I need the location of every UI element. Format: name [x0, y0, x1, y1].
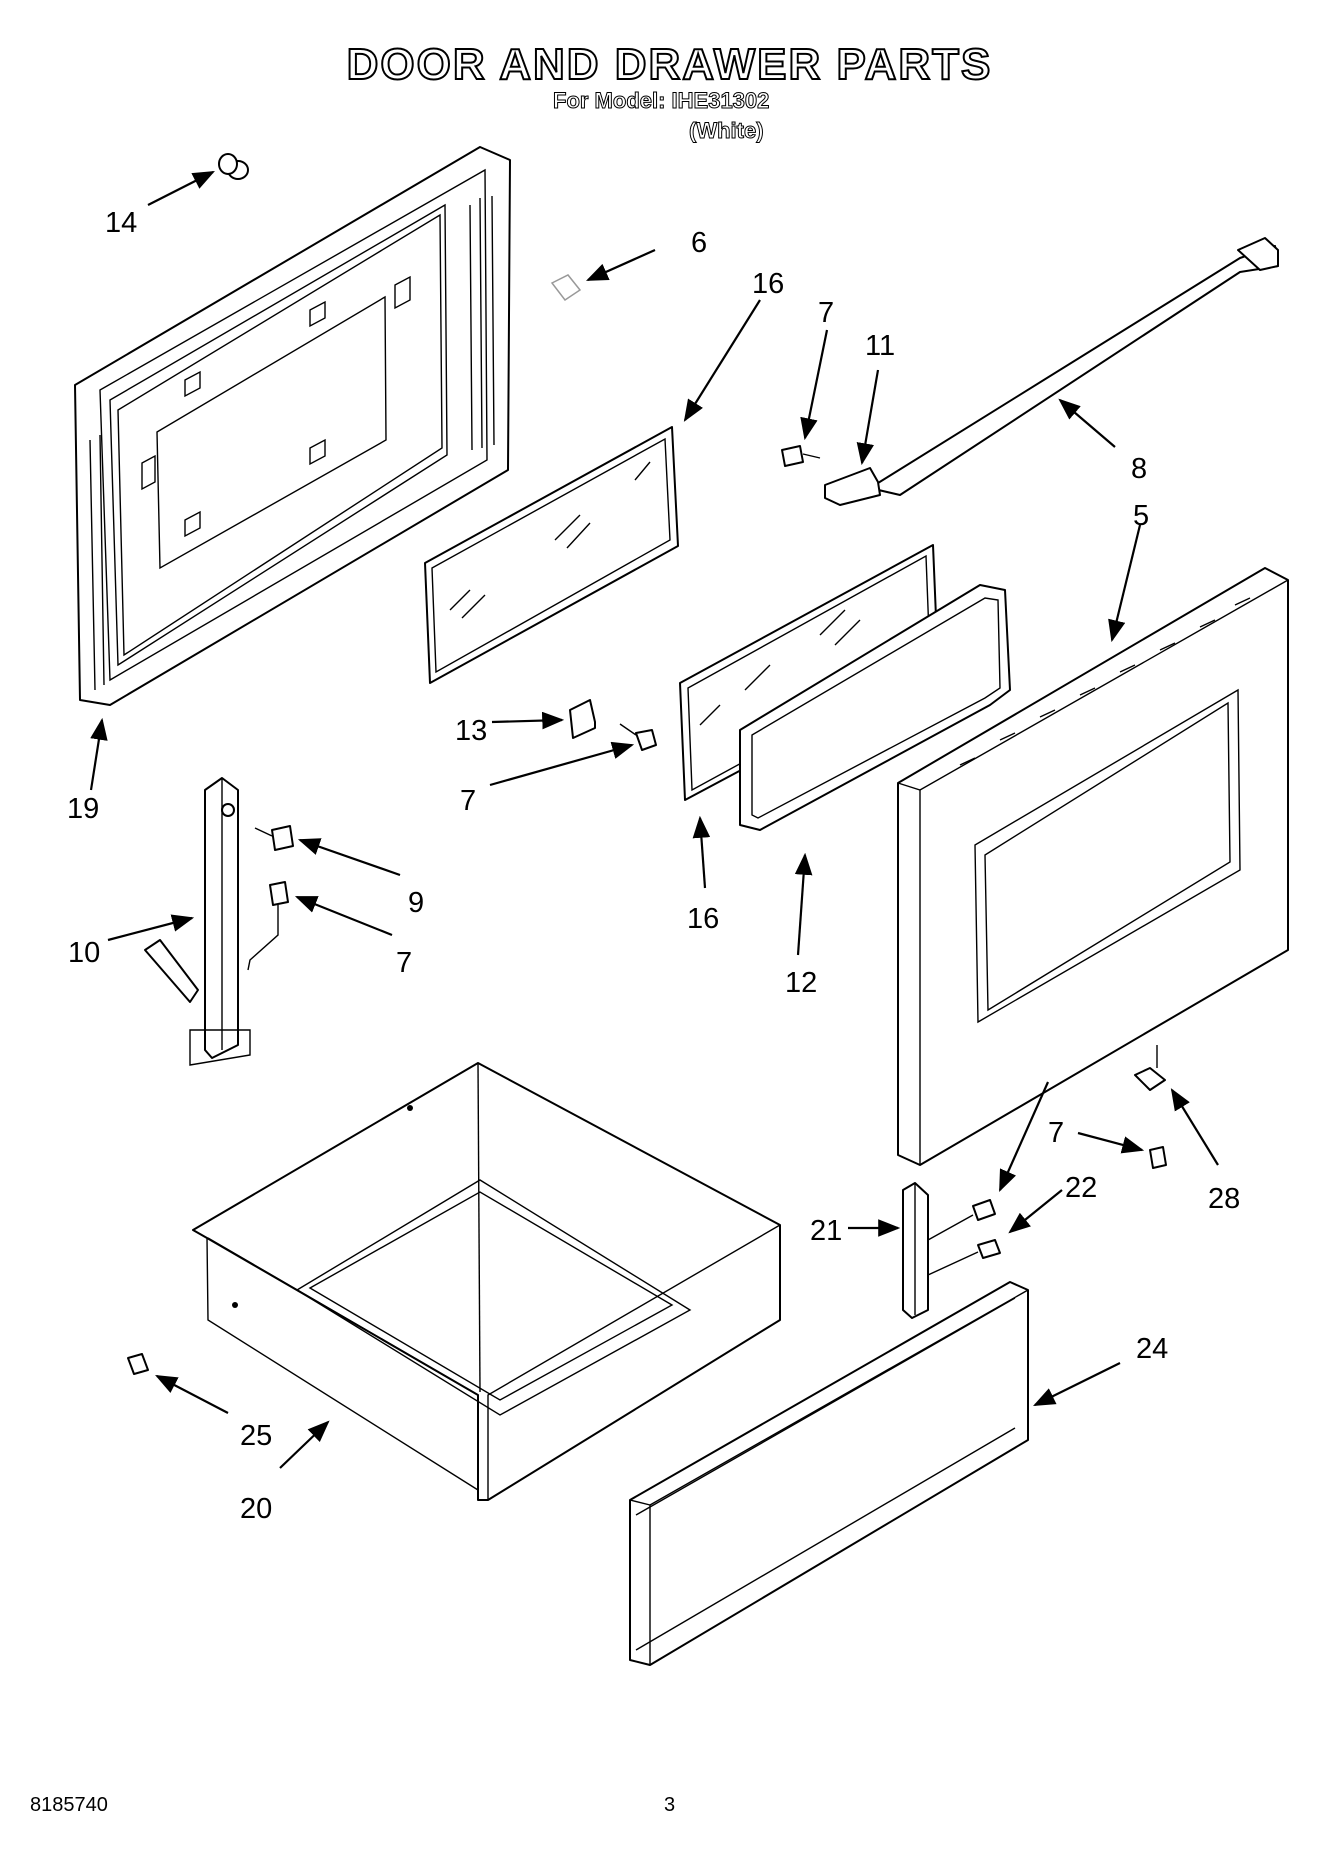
document-number: 8185740	[30, 1794, 108, 1816]
callout-10: 10	[68, 937, 100, 969]
callout-9: 9	[408, 887, 424, 919]
callout-6: 6	[691, 227, 707, 259]
callout-21: 21	[810, 1215, 842, 1247]
glass-panel-16-upper	[424, 426, 679, 684]
callout-20: 20	[240, 1493, 272, 1525]
door-handle-8	[781, 237, 1279, 506]
callout-13: 13	[455, 715, 487, 747]
callout-22: 22	[1065, 1172, 1097, 1204]
hinge-21	[902, 1182, 1001, 1319]
leader-lines	[89, 171, 1219, 1469]
door-gasket-12	[739, 584, 1011, 831]
callout-7-bracket: 7	[460, 785, 476, 817]
outer-door-5	[897, 567, 1289, 1166]
callout-19: 19	[67, 793, 99, 825]
callout-8: 8	[1131, 453, 1147, 485]
callout-25: 25	[240, 1420, 272, 1452]
callout-labels: 14 6 16 7 11 8 5 13 7 19 9 10 7 16 12 7 …	[67, 207, 1240, 1525]
color-line: (White)	[689, 118, 765, 144]
inner-door-panel-19	[74, 146, 511, 706]
callout-14: 14	[105, 207, 137, 239]
hinge-10	[144, 777, 294, 1066]
clip-6	[550, 274, 582, 302]
page-title: DOOR AND DRAWER PARTS	[346, 39, 993, 90]
callout-7-lower: 7	[1048, 1117, 1064, 1149]
callout-7-handle: 7	[818, 297, 834, 329]
callout-16-upper: 16	[752, 268, 784, 300]
callout-28: 28	[1208, 1183, 1240, 1215]
callout-12: 12	[785, 967, 817, 999]
callout-16-lower: 16	[687, 903, 719, 935]
bracket-28	[1134, 1045, 1167, 1169]
drawer-20	[192, 1062, 781, 1501]
callout-11: 11	[865, 330, 895, 362]
callout-24: 24	[1136, 1333, 1168, 1365]
plug-button-14	[218, 153, 249, 180]
model-line: For Model: IHE31302	[552, 88, 770, 114]
drawer-front-24	[629, 1281, 1029, 1666]
screw-25	[127, 1353, 149, 1375]
bracket-13	[569, 699, 657, 751]
callout-5: 5	[1133, 500, 1149, 532]
callout-7-hinge: 7	[396, 947, 412, 979]
page-number: 3	[664, 1794, 676, 1816]
